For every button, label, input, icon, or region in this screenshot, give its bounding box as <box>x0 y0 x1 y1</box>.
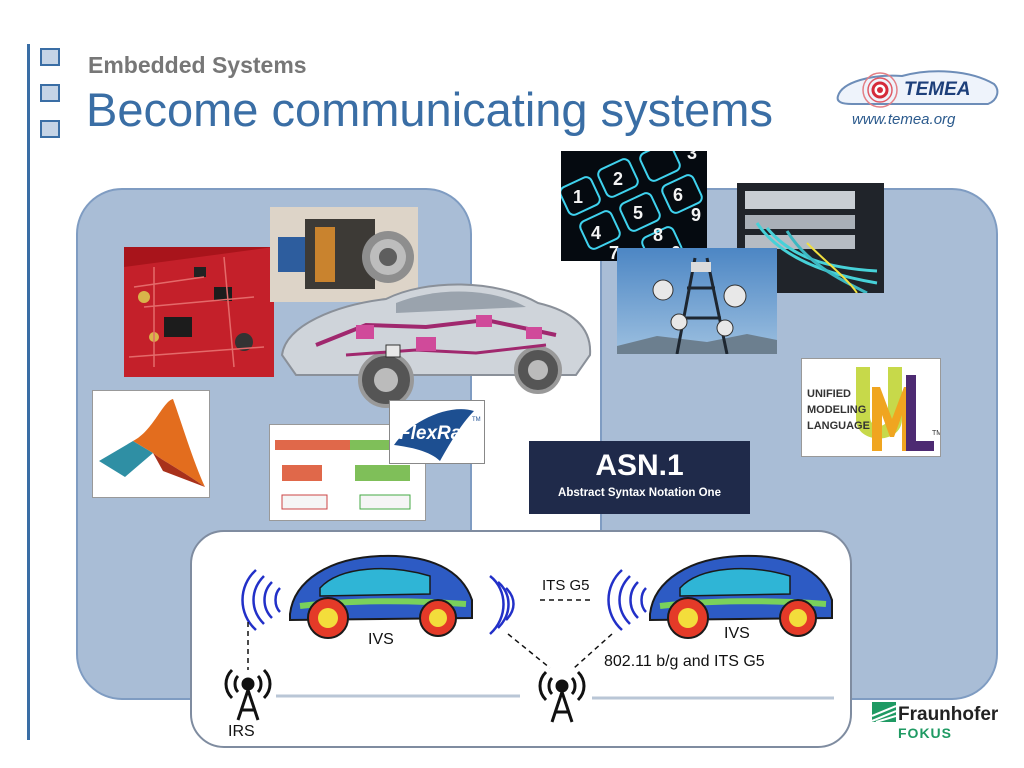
keypad-key: 3 <box>687 151 697 163</box>
bullet-square-icon <box>40 48 60 66</box>
slide-kicker: Embedded Systems <box>88 52 307 78</box>
footer-org: Fraunhofer <box>898 704 999 725</box>
vehicle-right-label: IVS <box>724 625 750 642</box>
temea-logo-name: TEMEA <box>904 79 971 100</box>
signal-waves-icon <box>241 569 281 631</box>
footer-unit: FOKUS <box>898 725 952 741</box>
temea-logo: TEMEA <box>836 70 999 108</box>
fraunhofer-logo-icon <box>872 702 896 722</box>
flexray-logo: FlexRay TM <box>389 400 485 464</box>
station-label: IRS <box>228 723 255 740</box>
antenna-icon <box>224 668 272 721</box>
car-wiring-image <box>276 265 594 420</box>
flexray-tm-mark: TM <box>472 417 481 423</box>
sidebar-accent-bar <box>27 44 30 740</box>
keypad-key: 9 <box>691 205 701 225</box>
keypad-key: 7 <box>609 243 619 261</box>
asn1-subtitle: Abstract Syntax Notation One <box>558 487 721 499</box>
antenna-tower-image <box>617 248 777 354</box>
keypad-key: 8 <box>653 225 663 245</box>
flexray-logo-text: FlexRay <box>399 423 473 444</box>
logo-url: www.temea.org <box>852 111 956 128</box>
uml-logo: UNIFIED MODELING LANGUAGE TM <box>801 358 941 457</box>
uml-tm-mark: TM <box>932 430 941 437</box>
keypad-key: 2 <box>613 169 623 189</box>
antenna-icon <box>538 670 586 723</box>
keypad-key: 6 <box>673 185 683 205</box>
protocol-label: 802.11 b/g and ITS G5 <box>604 653 765 670</box>
asn1-title: ASN.1 <box>595 449 684 482</box>
keypad-key: 5 <box>633 203 643 223</box>
flexray-frame-diagram-image <box>269 424 426 521</box>
signal-waves-icon <box>489 575 515 635</box>
circuit-board-image <box>124 247 274 377</box>
vehicle-left-label: IVS <box>368 631 394 648</box>
v2x-diagram-panel: IVS IVS ITS G5 802.11 b/g and ITS G5 IRS <box>190 530 852 748</box>
slide-title: Become communicating systems <box>86 83 773 136</box>
asn1-logo: ASN.1 Abstract Syntax Notation One <box>529 441 750 514</box>
signal-waves-icon <box>607 569 647 631</box>
link-line <box>507 633 551 669</box>
bullet-square-icon <box>40 120 60 138</box>
matlab-logo-image <box>92 390 210 498</box>
vehicle-left-icon <box>289 554 473 639</box>
bullet-square-icon <box>40 84 60 102</box>
uml-logo-line: MODELING <box>807 404 866 416</box>
vehicle-right-icon <box>649 554 833 639</box>
camera-image <box>270 207 418 302</box>
keypad-key: 4 <box>591 223 601 243</box>
keypad-image: 1 2 3 4 5 6 7 8 9 0 <box>561 151 707 261</box>
uml-logo-line: LANGUAGE <box>807 420 870 432</box>
link-label: ITS G5 <box>542 577 590 594</box>
uml-logo-line: UNIFIED <box>807 388 851 400</box>
keypad-key: 1 <box>573 187 583 207</box>
